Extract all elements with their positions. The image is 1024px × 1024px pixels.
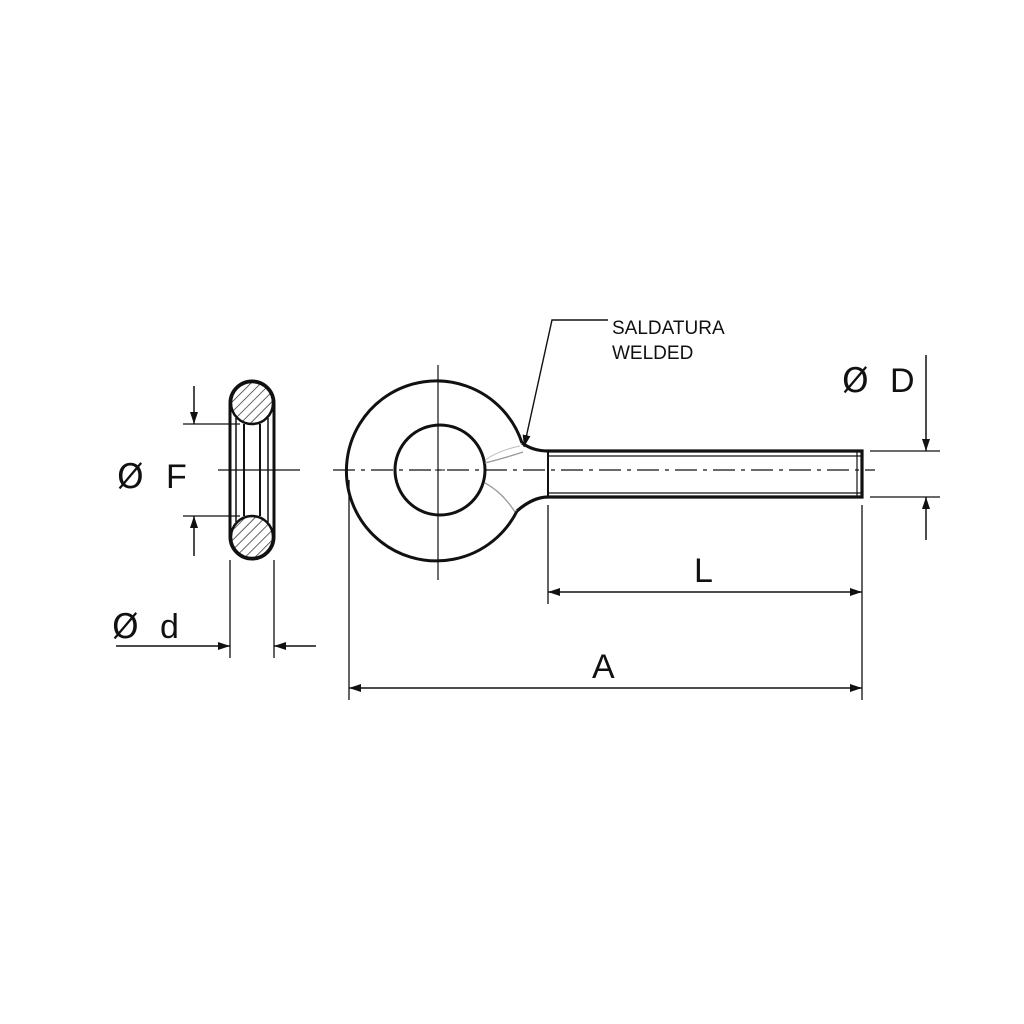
dimension-L bbox=[547, 505, 863, 700]
dimension-d-label: d bbox=[160, 608, 179, 646]
eye-outer-ring bbox=[344, 379, 524, 563]
dimension-F-symbol: Ø bbox=[117, 457, 144, 497]
dimension-d-symbol: Ø bbox=[112, 607, 139, 647]
ring-section-bottom bbox=[229, 514, 275, 560]
shank-outline bbox=[515, 441, 864, 513]
weld-callout-line2: WELDED bbox=[612, 343, 693, 364]
weld-line-top bbox=[484, 451, 524, 464]
dimension-D bbox=[870, 355, 940, 540]
ring-side-view bbox=[218, 379, 300, 561]
dimension-D-symbol: Ø bbox=[842, 361, 869, 401]
dimension-F-label: F bbox=[166, 458, 187, 496]
dimension-A bbox=[348, 480, 862, 700]
dimension-A-label: A bbox=[592, 648, 615, 686]
weld-callout bbox=[522, 319, 608, 448]
dimension-F bbox=[183, 386, 240, 556]
eye-bolt-front-view bbox=[333, 365, 875, 580]
dimension-D-label: D bbox=[890, 362, 915, 400]
weld-callout-line1: SALDATURA bbox=[612, 318, 725, 339]
ring-section-top bbox=[229, 380, 275, 426]
dimension-L-label: L bbox=[694, 552, 713, 590]
dimension-d bbox=[116, 560, 316, 658]
weld-line-bottom bbox=[484, 482, 516, 513]
